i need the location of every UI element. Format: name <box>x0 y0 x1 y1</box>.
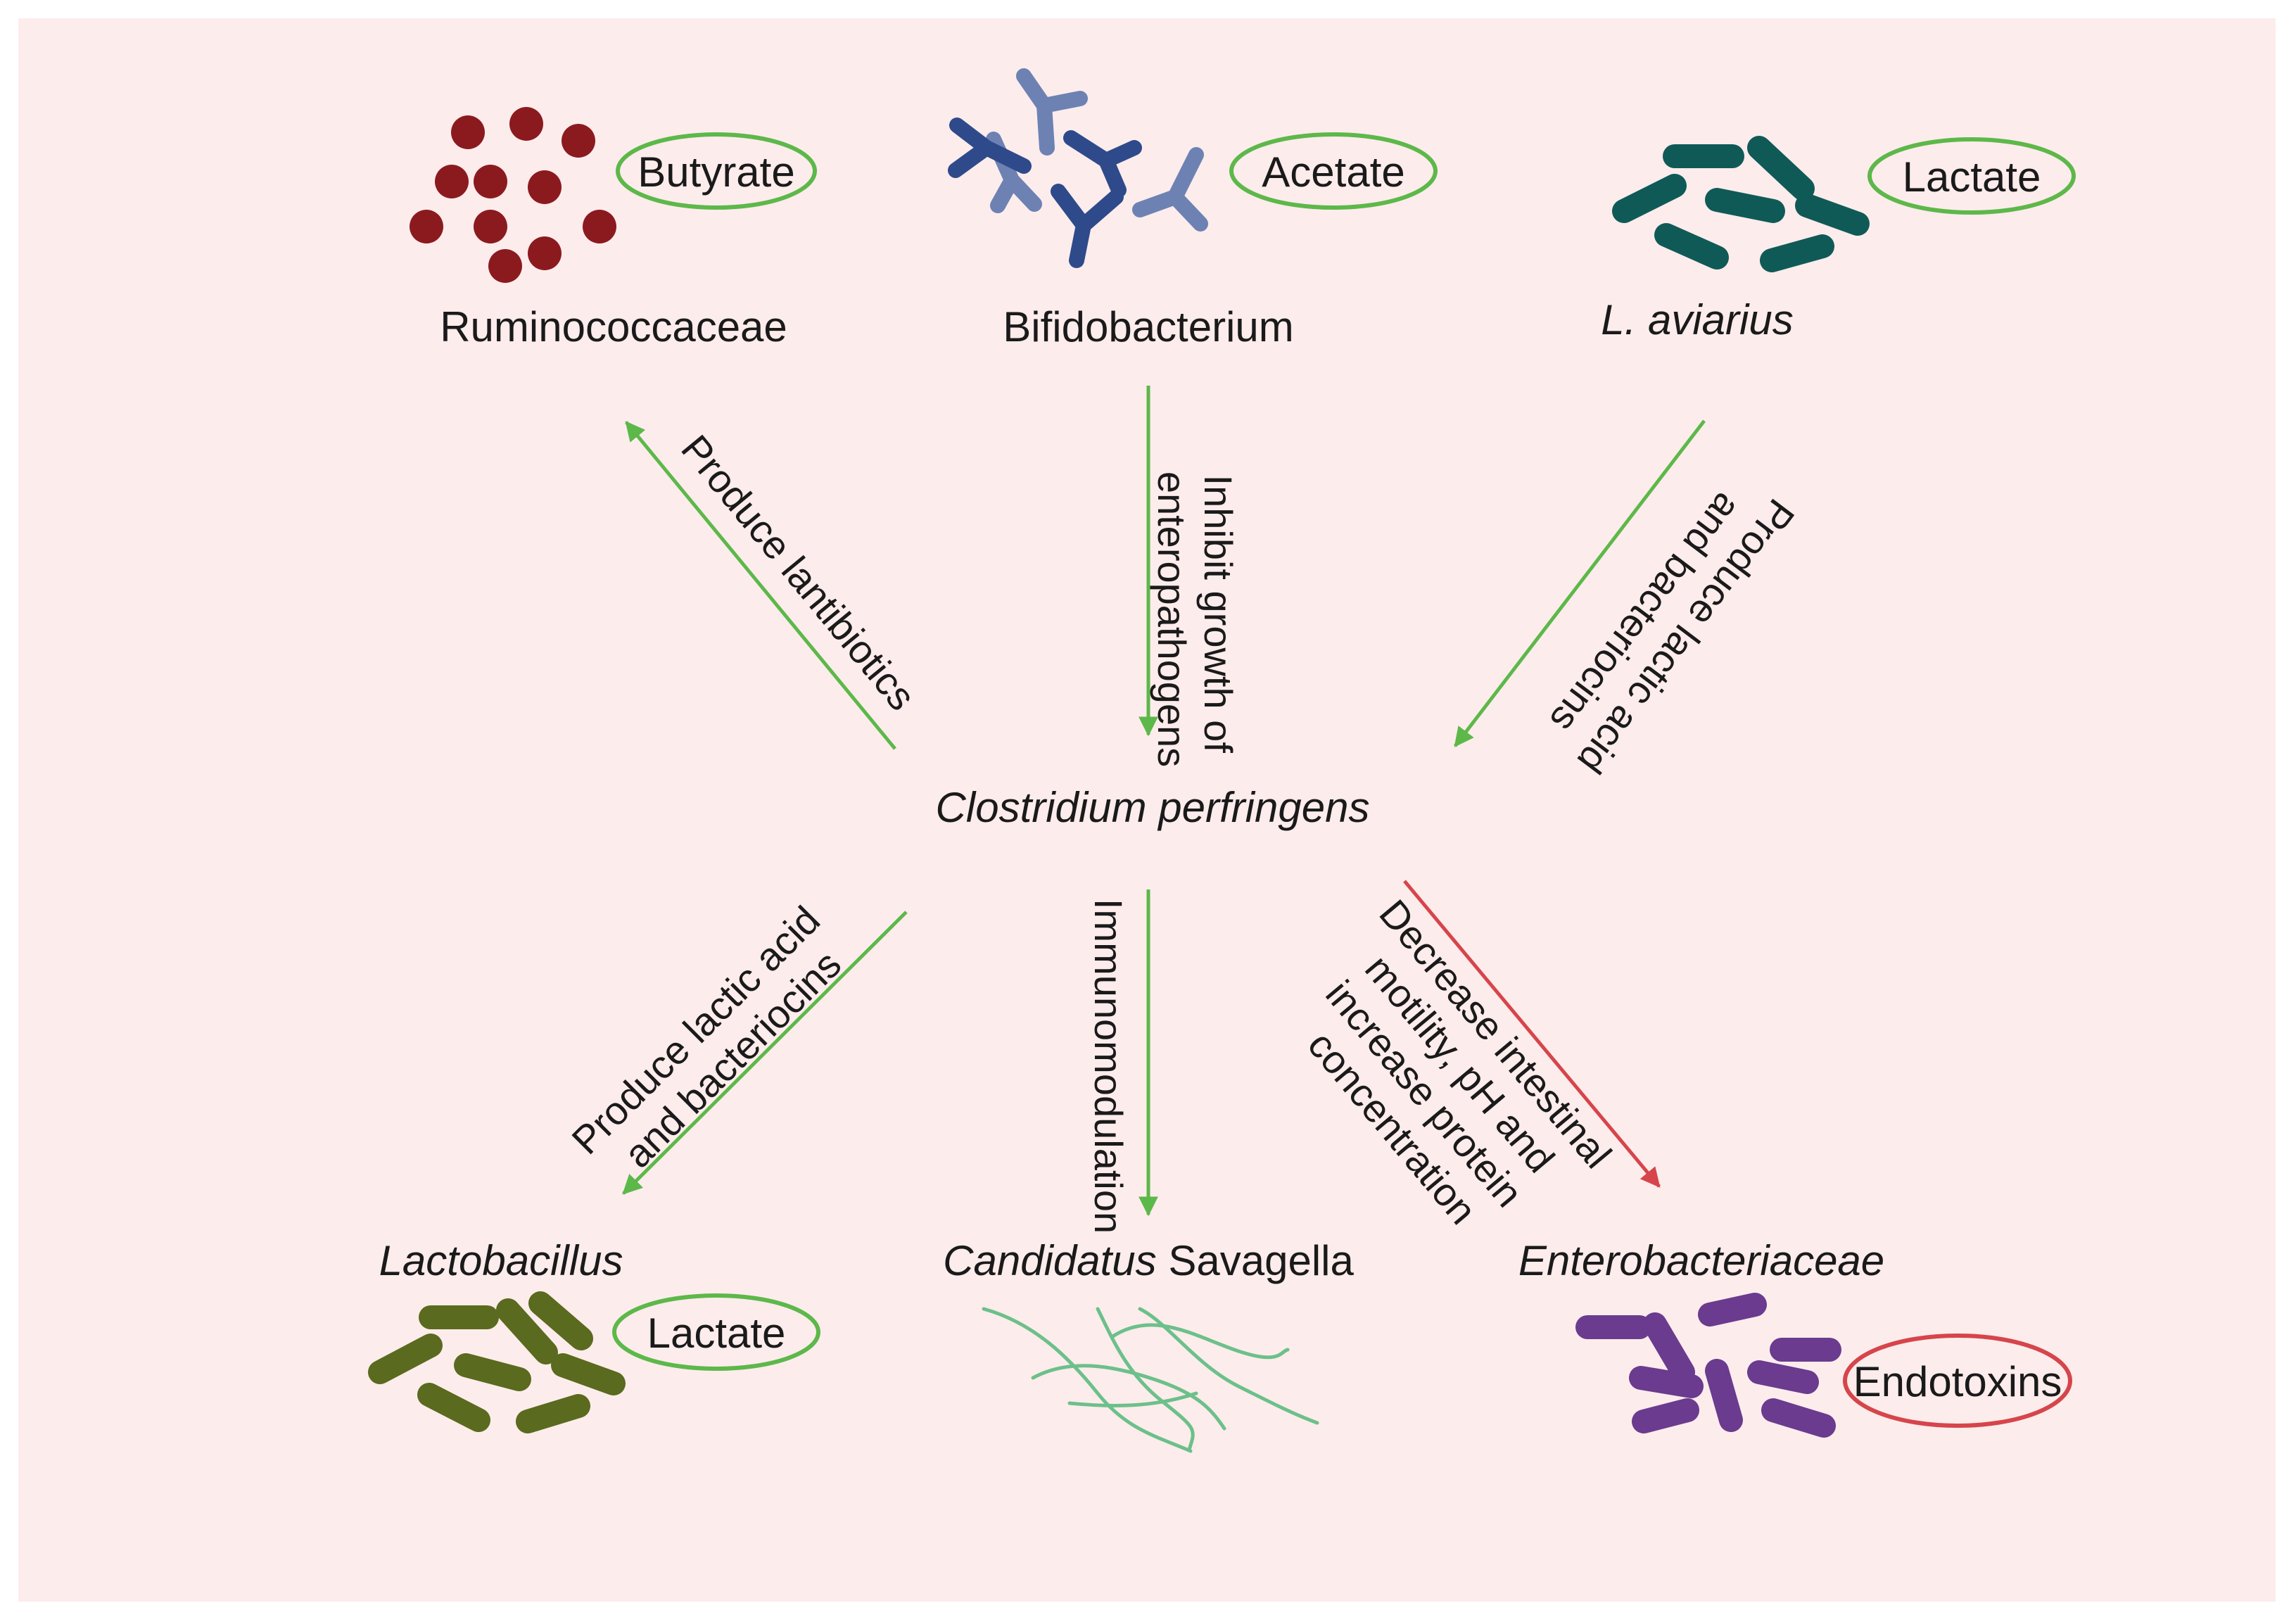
background-panel <box>18 18 2276 1602</box>
lactobacillus-name: Lactobacillus <box>379 1237 623 1284</box>
clostridium-perfringens-label: Clostridium perfringens <box>936 784 1370 831</box>
lactate-label-bottom: Lactate <box>647 1310 786 1357</box>
enterobacteriaceae-icon <box>1575 1293 1841 1438</box>
bifidobacterium-name: Bifidobacterium <box>1003 303 1294 350</box>
butyrate-label: Butyrate <box>638 148 794 196</box>
endotoxins-pill: Endotoxins <box>1843 1334 2072 1428</box>
l-aviarius-icon <box>1612 136 1870 272</box>
savagella-icon <box>982 1307 1319 1453</box>
acetate-pill: Acetate <box>1229 132 1438 210</box>
lactate-pill-top: Lactate <box>1867 137 2076 215</box>
lactate-label-top: Lactate <box>1903 153 2041 201</box>
arrow-to-lactobacillus <box>622 911 908 1195</box>
lactate-pill-bottom: Lactate <box>612 1293 820 1371</box>
arrow-from-l-aviarius <box>1454 419 1706 747</box>
endotoxins-label: Endotoxins <box>1853 1358 2062 1405</box>
edge-label-immunomodulation: Immunomodulation <box>1086 899 1131 1234</box>
ruminococcaceae-name: Ruminococcaceae <box>440 303 787 350</box>
bifidobacterium-icon <box>948 68 1208 268</box>
enterobacteriaceae-name: Enterobacteriaceae <box>1518 1237 1884 1284</box>
lactobacillus-icon <box>368 1291 626 1433</box>
arrow-to-ruminococcaceae <box>625 421 896 750</box>
candidatus-savagella-name: Candidatus Savagella <box>943 1237 1354 1284</box>
edge-label-inhibit-growth: Inhibit growth of enteropathogens <box>1150 471 1241 767</box>
butyrate-pill: Butyrate <box>616 132 817 210</box>
arrow-to-enterobacteriaceae <box>1403 880 1661 1188</box>
acetate-label: Acetate <box>1262 148 1404 196</box>
l-aviarius-name: L. aviarius <box>1601 296 1793 343</box>
ruminococcaceae-icon <box>410 107 616 283</box>
